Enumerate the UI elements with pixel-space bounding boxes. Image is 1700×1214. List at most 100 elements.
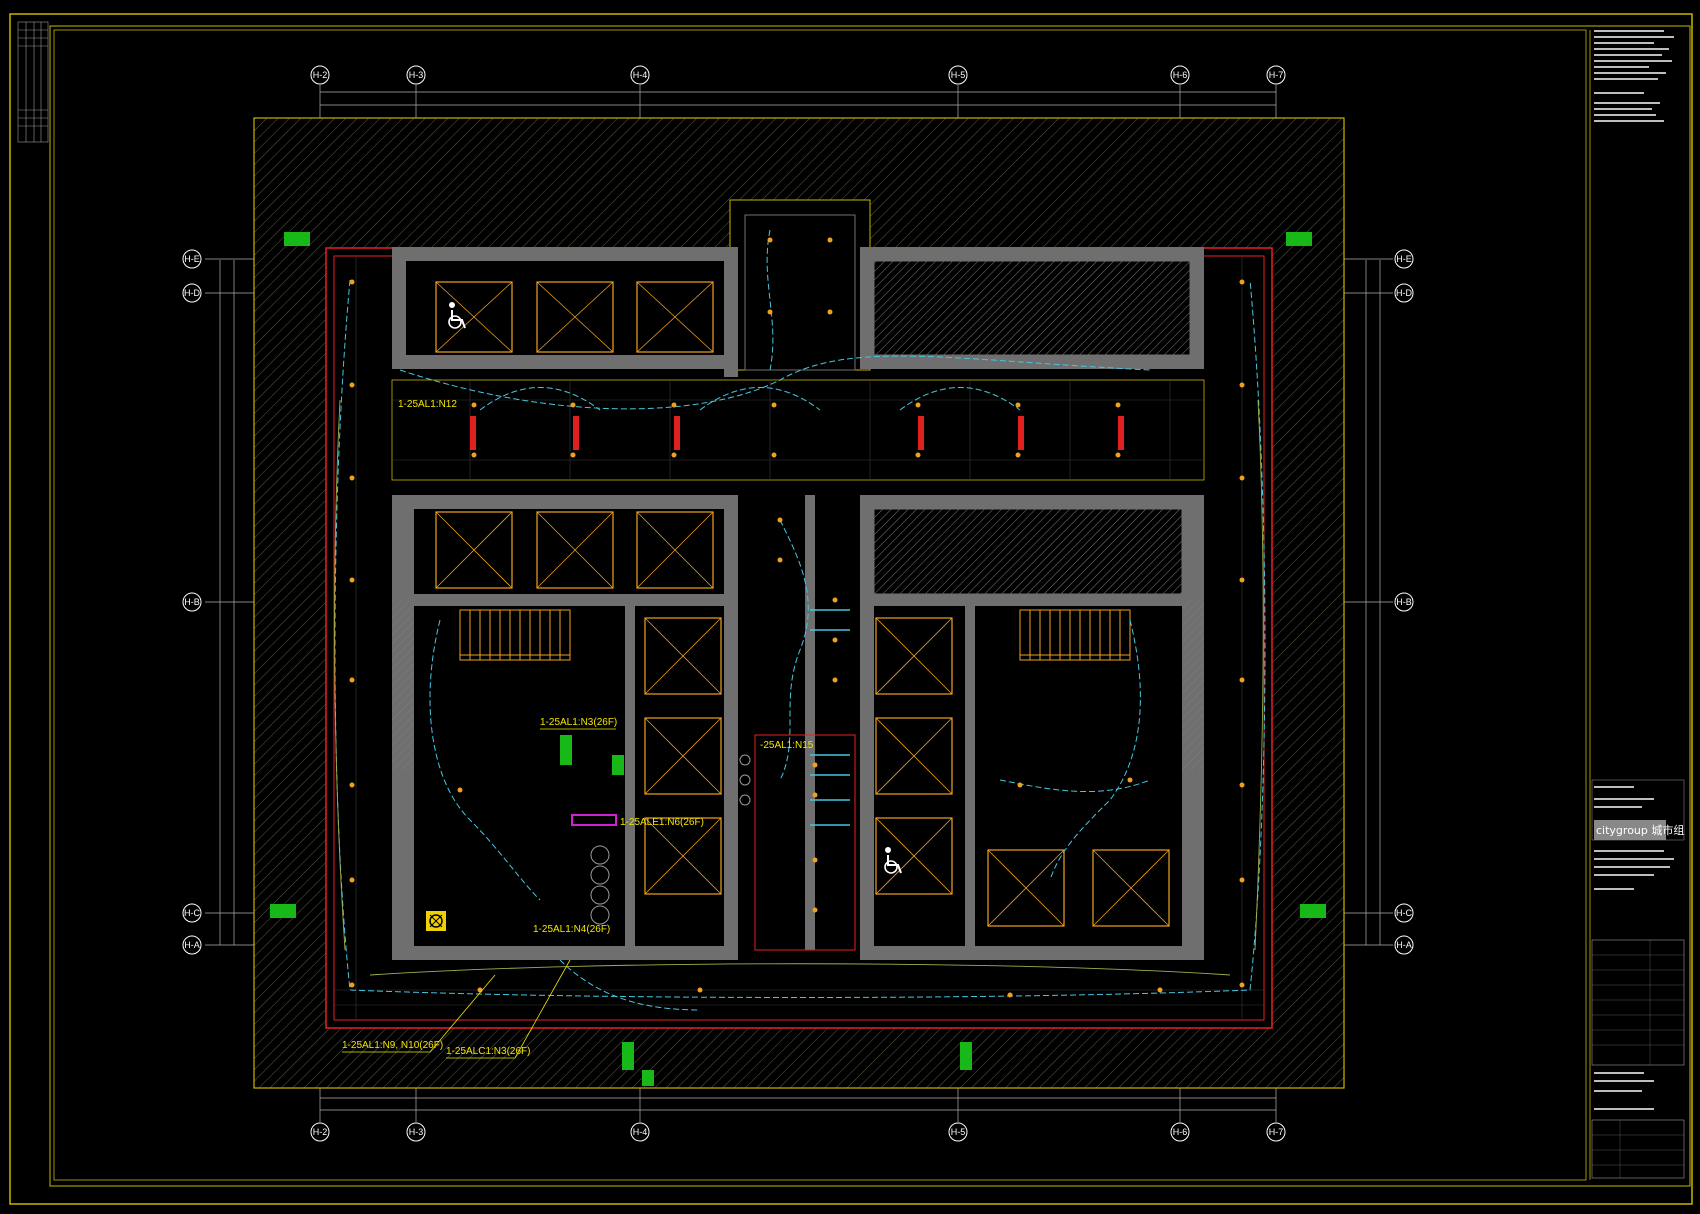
light-fixture [1115,452,1121,458]
title-block: citygroup 城市组 [1589,30,1684,1180]
light-fixture [477,987,483,993]
light-fixture [812,792,818,798]
light-fixture [1239,677,1245,683]
grid-label: H-C [1396,908,1412,918]
light-fixture [1017,782,1023,788]
grid-label: H-4 [633,1127,648,1137]
grid-bubble [1394,592,1414,612]
circuit-label: 1-25AL1:N12 [398,399,457,410]
light-fixture [349,782,355,788]
grid-bubble [1266,1122,1286,1142]
grid-bubble [948,65,968,85]
dimension-lines [219,91,1381,1111]
light-fixture [771,452,777,458]
grid-label: H-7 [1269,1127,1284,1137]
emergency-wiring [334,399,1264,976]
circuit-label: 1-25ALE1:N6(26F) [620,817,704,828]
elevator-car [644,717,722,795]
hatched-zone-mid-right [873,508,1183,595]
light-fixture [349,577,355,583]
light-fixture [827,237,833,243]
grid-bubble [406,1122,426,1142]
grid-axes-left: H-EH-DH-BH-CH-A [182,249,254,955]
company-logo: citygroup 城市组 [1596,823,1684,837]
light-fixture [915,402,921,408]
grid-label: H-D [184,288,200,298]
elevator-car [435,511,513,589]
elevator-car [987,849,1065,927]
light-fixture [1015,402,1021,408]
light-fixture [671,452,677,458]
elevator-car [536,511,614,589]
grid-bubble [182,249,202,269]
light-fixture [1015,452,1021,458]
elevator-car [875,817,953,895]
hatched-zone-top-right [873,260,1191,356]
elevator-car [875,717,953,795]
grid-label: H-A [1396,940,1412,950]
light-fixture [832,677,838,683]
light-fixture [471,452,477,458]
light-fixture [1239,279,1245,285]
light-fixture [812,857,818,863]
circuit-label: 1-25AL1:N4(26F) [533,924,610,935]
accessible-icon [448,302,466,329]
light-fixture [349,382,355,388]
light-fixture [349,982,355,988]
grid-label: H-C [184,908,200,918]
drawing-frame [53,29,1587,1181]
light-fixture [812,907,818,913]
grid-axes-right: H-EH-DH-BH-CH-A [1344,249,1414,955]
light-fixture [471,402,477,408]
light-fixture [915,452,921,458]
grid-bubble [406,65,426,85]
stair-left [459,609,571,661]
light-fixture [697,987,703,993]
grid-label: H-6 [1173,1127,1188,1137]
toilet-partitions [810,609,850,826]
grid-bubble [1394,935,1414,955]
grid-bubble [310,65,330,85]
grid-bubble [630,1122,650,1142]
grid-label: H-D [1396,288,1412,298]
grid-label: H-3 [409,70,424,80]
circuit-label: 1-25AL1:N3(26F) [540,717,617,728]
light-fixture [767,309,773,315]
accessible-icon [884,847,902,874]
north-shaft [729,199,871,371]
light-fixture [1239,877,1245,883]
grid-label: H-5 [951,70,966,80]
stair-right [1019,609,1131,661]
grid-label: H-4 [633,70,648,80]
grid-bubble [182,935,202,955]
light-fixture [1239,475,1245,481]
elevator-car [644,617,722,695]
elevator-car [636,281,714,353]
grid-bubble [1394,283,1414,303]
corridor [391,379,1205,481]
light-fixture [1239,782,1245,788]
grid-label: H-3 [409,1127,424,1137]
light-fixture [777,557,783,563]
grid-label: H-2 [313,70,328,80]
light-fixture [827,309,833,315]
leader-lines [342,728,616,1059]
light-fixture [1239,577,1245,583]
grid-label: H-E [1396,254,1412,264]
grid-bubble [182,283,202,303]
circuit-label: 1-25ALC1:N3(26F) [446,1046,530,1057]
light-fixture [1007,992,1013,998]
elevator-car [536,281,614,353]
elevator-car [435,281,513,353]
sheet-outer-border [9,13,1693,1205]
grid-bubble [1266,65,1286,85]
light-fixture [1127,777,1133,783]
light-fixture [349,877,355,883]
grid-label: H-7 [1269,70,1284,80]
grid-label: H-A [184,940,200,950]
light-fixture [1239,382,1245,388]
light-fixture [812,762,818,768]
